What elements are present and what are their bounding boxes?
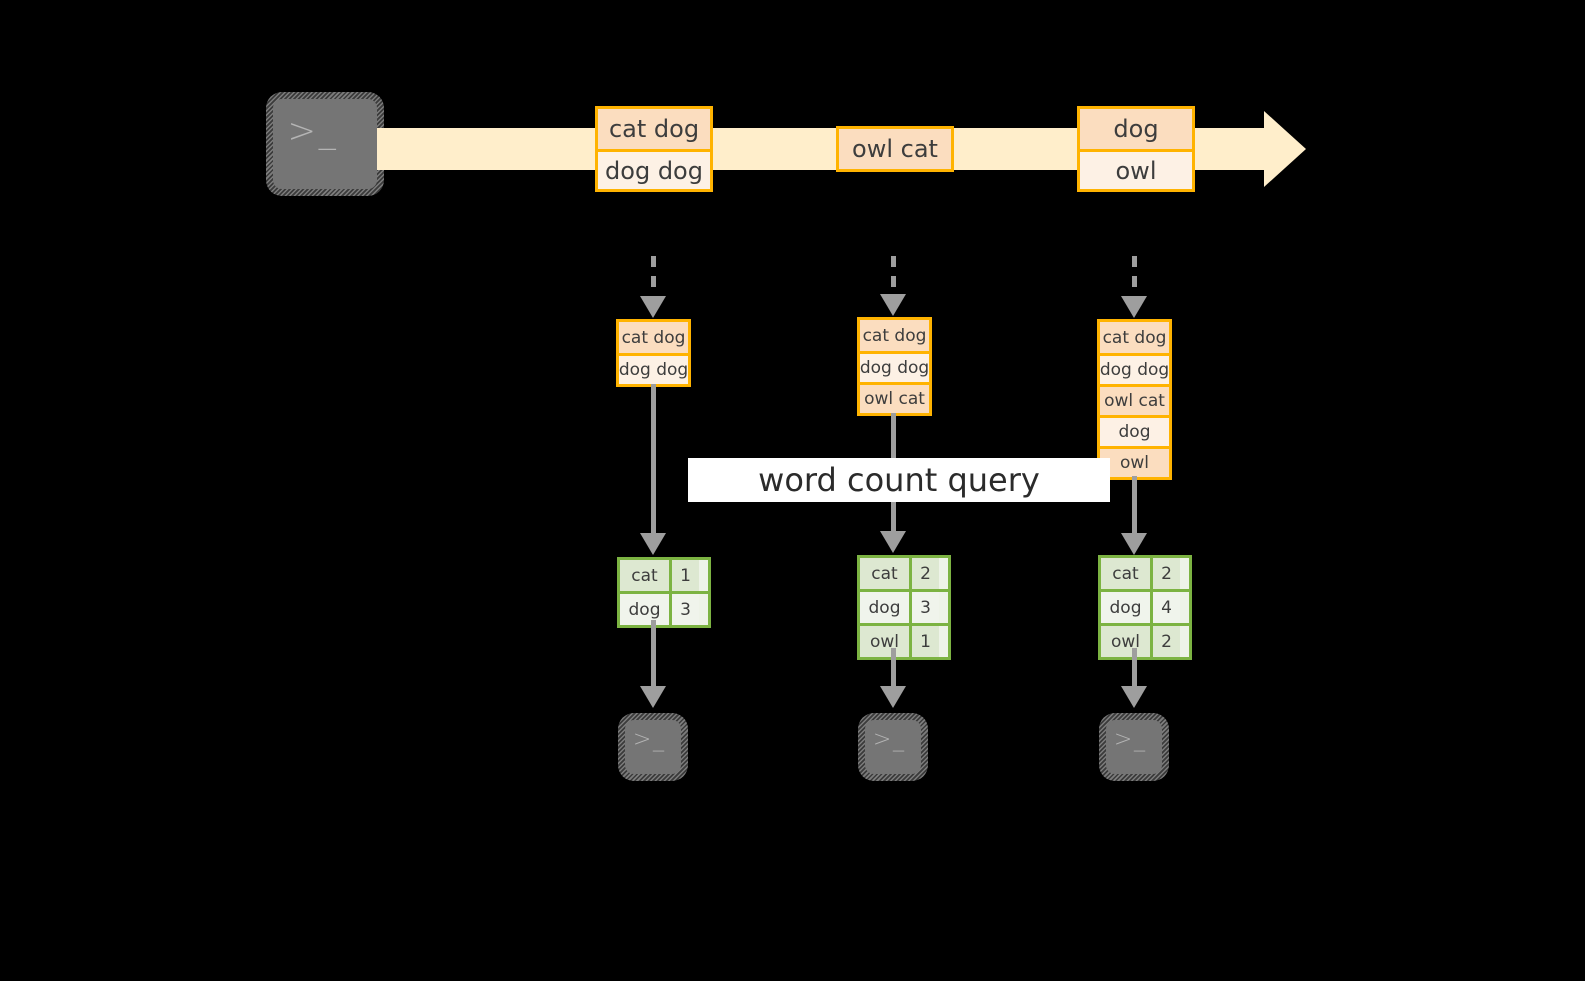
result-row: dog 3 [860,589,948,623]
snapshot-line: cat dog [1100,322,1169,353]
snapshot-stack-2: cat dog dog dog owl cat [857,317,932,416]
result-word: cat [1101,558,1150,589]
result-word: cat [620,560,669,591]
result-table-3: cat 2 dog 4 owl 2 [1098,555,1192,660]
result-count: 3 [909,592,939,623]
snapshot-line: dog dog [860,351,929,382]
snapshot-stack-1: cat dog dog dog [616,319,691,387]
stream-to-snapshot-arrowhead-1 [640,296,666,318]
stream-record-line: owl [1080,149,1192,189]
snapshot-line: owl [1100,446,1169,477]
terminal-prompt-glyph: >_ [1113,727,1147,753]
result-row: owl 1 [860,623,948,657]
terminal-prompt-glyph: >_ [287,111,339,152]
result-count: 1 [669,560,699,591]
result-to-sink-connector-1 [651,620,656,688]
result-word: owl [1101,626,1150,657]
stream-to-snapshot-connector-3 [1132,256,1137,300]
query-banner: word count query [688,458,1110,502]
stream-record-line: dog dog [598,149,710,189]
result-word: cat [860,558,909,589]
result-count: 2 [909,558,939,589]
snapshot-to-result-arrowhead-3 [1121,533,1147,555]
terminal-face [1106,720,1162,774]
snapshot-to-result-arrowhead-2 [880,531,906,553]
stream-record-line: dog [1080,109,1192,149]
terminal-face [625,720,681,774]
result-row: cat 2 [860,558,948,589]
snapshot-line: dog dog [1100,353,1169,384]
source-terminal-icon: >_ [266,92,384,196]
result-to-sink-connector-2 [891,648,896,688]
sink-terminal-icon-1: >_ [618,713,688,781]
stream-to-snapshot-connector-1 [651,256,656,300]
snapshot-line: owl cat [860,382,929,413]
result-to-sink-connector-3 [1132,648,1137,688]
snapshot-line: cat dog [619,322,688,353]
stream-to-snapshot-arrowhead-2 [880,294,906,316]
sink-terminal-icon-2: >_ [858,713,928,781]
query-banner-label: word count query [758,461,1040,499]
result-count: 2 [1150,558,1180,589]
snapshot-line: owl cat [1100,384,1169,415]
terminal-face [273,99,377,189]
result-count: 3 [669,594,699,625]
snapshot-stack-3: cat dog dog dog owl cat dog owl [1097,319,1172,480]
sink-terminal-icon-3: >_ [1099,713,1169,781]
snapshot-line: dog dog [619,353,688,384]
result-word: owl [860,626,909,657]
result-row: dog 4 [1101,589,1189,623]
result-count: 2 [1150,626,1180,657]
result-word: dog [620,594,669,625]
terminal-prompt-glyph: >_ [632,727,666,753]
result-to-sink-arrowhead-3 [1121,686,1147,708]
stream-to-snapshot-connector-2 [891,256,896,298]
stream-band-segment-4 [1190,128,1266,170]
snapshot-line: dog [1100,415,1169,446]
result-word: dog [860,592,909,623]
result-word: dog [1101,592,1150,623]
stream-to-snapshot-arrowhead-3 [1121,296,1147,318]
stream-record-1: cat dog dog dog [595,106,713,192]
result-to-sink-arrowhead-2 [880,686,906,708]
stream-band-segment-3 [949,128,1080,170]
result-table-2: cat 2 dog 3 owl 1 [857,555,951,660]
result-table-1: cat 1 dog 3 [617,557,711,628]
result-row: dog 3 [620,591,708,625]
result-row: cat 2 [1101,558,1189,589]
result-to-sink-arrowhead-1 [640,686,666,708]
stream-record-2: owl cat [836,126,954,172]
result-count: 1 [909,626,939,657]
stream-band-segment-2 [709,128,839,170]
snapshot-line: cat dog [860,320,929,351]
terminal-face [865,720,921,774]
snapshot-to-result-connector-1 [651,384,656,536]
stream-arrowhead [1264,111,1306,187]
stream-record-line: owl cat [839,129,951,169]
stream-band-segment-1 [368,128,598,170]
snapshot-to-result-arrowhead-1 [640,533,666,555]
stream-record-3: dog owl [1077,106,1195,192]
stream-record-line: cat dog [598,109,710,149]
result-row: cat 1 [620,560,708,591]
snapshot-to-result-connector-3 [1132,476,1137,536]
terminal-prompt-glyph: >_ [872,727,906,753]
result-row: owl 2 [1101,623,1189,657]
result-count: 4 [1150,592,1180,623]
